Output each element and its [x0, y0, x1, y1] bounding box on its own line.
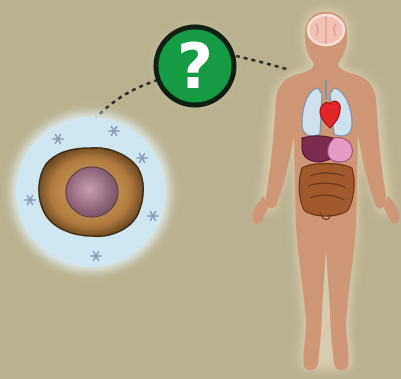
frozen-cell [11, 112, 171, 272]
brain [308, 15, 344, 45]
intestines [299, 164, 354, 220]
cell-nucleus [66, 167, 118, 217]
question-badge: ? [147, 18, 243, 114]
question-mark-icon: ? [177, 30, 213, 103]
stomach [328, 138, 353, 162]
